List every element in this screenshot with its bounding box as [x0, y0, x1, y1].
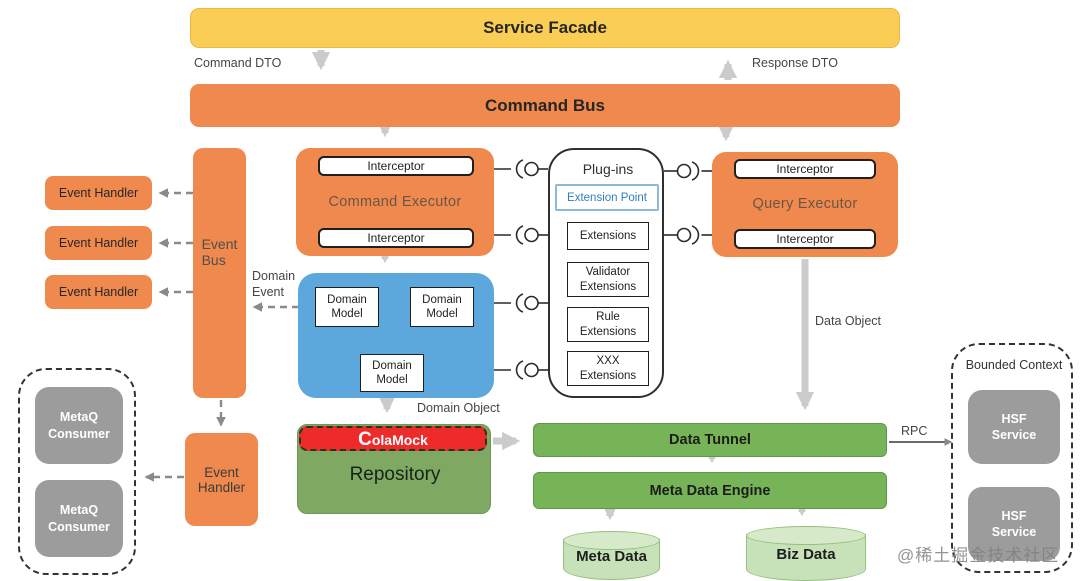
command-executor: Interceptor Command Executor Interceptor: [296, 148, 494, 256]
interceptor-label: Interceptor: [367, 159, 425, 173]
service-facade-box: Service Facade: [190, 8, 900, 48]
interceptor-label: Interceptor: [776, 162, 834, 176]
bounded-context: Bounded Context HSF Service HSF Service: [951, 343, 1073, 573]
event-handler-3-label: Event Handler: [58, 285, 139, 299]
rpc-label: RPC: [901, 424, 928, 438]
plugin-sockets-left: [494, 159, 548, 380]
metaq-consumer-2: MetaQ Consumer: [35, 480, 123, 557]
bounded-context-label: Bounded Context: [965, 358, 1063, 372]
validator-extensions-box: Validator Extensions: [567, 262, 649, 297]
event-bus: Event Bus: [193, 148, 246, 398]
colamock-label: ColaMock: [358, 429, 428, 450]
domain-event-label: Domain Event: [252, 269, 296, 300]
cylinder-top: [563, 531, 660, 550]
rule-extensions-box: Rule Extensions: [567, 307, 649, 342]
watermark: @稀土掘金技术社区: [897, 546, 1060, 565]
domain-model-2: Domain Model: [410, 287, 474, 327]
event-handler-1: Event Handler: [45, 176, 152, 210]
repository-box: ColaMock Repository: [297, 424, 491, 514]
cylinder-top: [746, 526, 866, 545]
biz-data-cylinder: Biz Data: [746, 526, 866, 581]
response-dto-label: Response DTO: [752, 56, 838, 70]
event-handler-2-label: Event Handler: [58, 236, 139, 250]
domain-model-3: Domain Model: [360, 354, 424, 392]
hsf-service-1: HSF Service: [968, 390, 1060, 464]
event-bus-label: Event Bus: [201, 236, 238, 268]
data-tunnel-label: Data Tunnel: [669, 432, 751, 448]
metaq-container: MetaQ Consumer MetaQ Consumer: [18, 368, 136, 575]
event-handler-3: Event Handler: [45, 275, 152, 309]
meta-data-engine-label: Meta Data Engine: [649, 482, 771, 499]
data-object-label: Data Object: [815, 314, 882, 328]
meta-data-engine-box: Meta Data Engine: [533, 472, 887, 509]
xxx-extensions-box: XXX Extensions: [567, 351, 649, 386]
domain-object-label: Domain Object: [417, 401, 500, 415]
event-handler-2: Event Handler: [45, 226, 152, 260]
command-dto-label: Command DTO: [194, 56, 282, 70]
extensions-box: Extensions: [567, 222, 649, 250]
event-handler-1-label: Event Handler: [58, 186, 139, 200]
dashed-event-arrows: [144, 188, 299, 482]
command-interceptor-bottom: Interceptor: [318, 228, 474, 248]
query-executor-title: Query Executor: [752, 196, 858, 212]
query-interceptor-bottom: Interceptor: [734, 229, 876, 249]
data-tunnel-box: Data Tunnel: [533, 423, 887, 457]
plugins-panel: Plug-ins Extension Point Extensions Vali…: [548, 148, 664, 398]
domain-box: Domain Model Domain Model Domain Model: [298, 273, 494, 398]
domain-model-1: Domain Model: [315, 287, 379, 327]
colamock-box: ColaMock: [299, 426, 487, 451]
plugins-title: Plug-ins: [582, 161, 634, 177]
command-interceptor-top: Interceptor: [318, 156, 474, 176]
meta-data-label: Meta Data: [576, 547, 647, 565]
command-bus-box: Command Bus: [190, 84, 900, 127]
gray-flow-arrows: [311, 50, 815, 521]
command-bus-label: Command Bus: [485, 95, 605, 115]
repository-label: Repository: [349, 464, 441, 485]
interceptor-label: Interceptor: [776, 232, 834, 246]
service-facade-label: Service Facade: [483, 18, 607, 37]
query-executor: Interceptor Query Executor Interceptor: [712, 152, 898, 257]
plugin-sockets-right: [664, 161, 712, 245]
extension-point-box: Extension Point: [555, 184, 659, 211]
metaq-consumer-1: MetaQ Consumer: [35, 387, 123, 464]
query-interceptor-top: Interceptor: [734, 159, 876, 179]
command-executor-title: Command Executor: [328, 194, 462, 210]
biz-data-label: Biz Data: [776, 545, 836, 563]
event-handler-bottom: Event Handler: [185, 433, 258, 526]
interceptor-label: Interceptor: [367, 231, 425, 245]
meta-data-cylinder: Meta Data: [563, 531, 660, 580]
hsf-service-2: HSF Service: [968, 487, 1060, 561]
